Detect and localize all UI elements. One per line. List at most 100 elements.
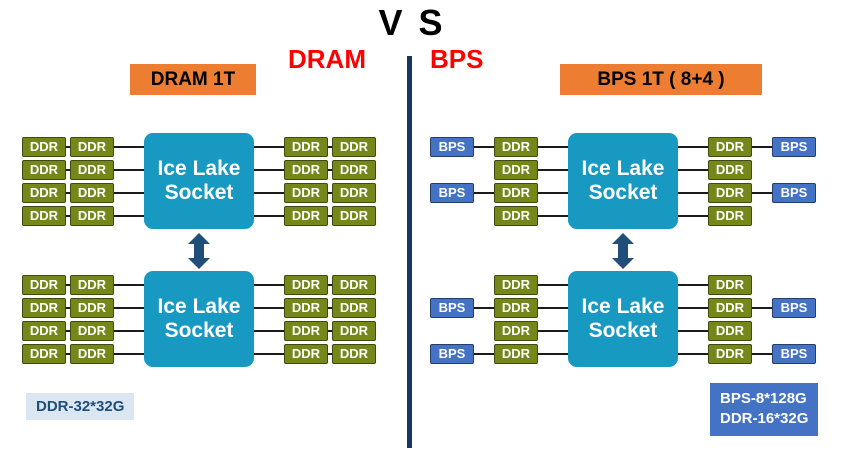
ddr-module: DDR (22, 274, 66, 295)
connector-wire (114, 306, 144, 309)
ddr-module: DDR (70, 182, 114, 203)
connector-wire (66, 283, 70, 286)
ddr-module: DDR (332, 297, 376, 318)
bps-module: BPS (772, 182, 816, 203)
ddr-module: DDR (494, 274, 538, 295)
connector-wire (328, 214, 332, 217)
ddr-module: DDR (22, 136, 66, 157)
connector-wire (114, 329, 144, 332)
connector-wire (538, 145, 568, 148)
bps-module: BPS (772, 297, 816, 318)
connector-wire (678, 329, 708, 332)
bps-module: BPS (772, 136, 816, 157)
ddr-module: DDR (494, 136, 538, 157)
connector-wire (678, 145, 708, 148)
connector-wire (254, 191, 284, 194)
ddr-module: DDR (708, 182, 752, 203)
ddr-module: DDR (284, 205, 328, 226)
ddr-module: DDR (70, 136, 114, 157)
connector-wire (328, 145, 332, 148)
ddr-module: DDR (22, 182, 66, 203)
ddr-module: DDR (284, 136, 328, 157)
ddr-module: DDR (708, 343, 752, 364)
connector-wire (538, 168, 568, 171)
ddr-module: DDR (708, 159, 752, 180)
dram-side-label: DRAM (288, 44, 366, 74)
bps-total-line2: DDR-16*32G (720, 410, 809, 428)
connector-wire (328, 283, 332, 286)
ddr-module: DDR (708, 274, 752, 295)
ddr-module: DDR (70, 205, 114, 226)
socket-label-line2: Socket (588, 319, 658, 342)
socket-label-line1: Ice Lake (157, 156, 241, 180)
connector-wire (254, 168, 284, 171)
ddr-module: DDR (494, 297, 538, 318)
bidirectional-arrow-icon (611, 233, 635, 269)
module-row: DDR BPS (678, 297, 816, 318)
ddr-module: DDR (284, 320, 328, 341)
connector-wire (254, 352, 284, 355)
bps-module: BPS (430, 182, 474, 203)
ddr-module: DDR (22, 159, 66, 180)
ddr-module: DDR (284, 343, 328, 364)
connector-wire (538, 283, 568, 286)
connector-wire (474, 145, 494, 148)
ddr-module: DDR (70, 274, 114, 295)
connector-wire (538, 191, 568, 194)
ddr-module: DDR (332, 159, 376, 180)
connector-wire (328, 168, 332, 171)
bps-module: BPS (430, 297, 474, 318)
bps-total-line1: BPS-8*128G (720, 390, 807, 407)
connector-wire (678, 283, 708, 286)
divider-line (407, 56, 412, 448)
connector-wire (66, 214, 70, 217)
socket-label-line2: Socket (164, 181, 234, 204)
ddr-module: DDR (70, 159, 114, 180)
connector-wire (752, 191, 772, 194)
ddr-module: DDR (494, 320, 538, 341)
connector-wire (254, 283, 284, 286)
connector-wire (678, 168, 708, 171)
ddr-module: DDR (332, 182, 376, 203)
bps-module: BPS (430, 343, 474, 364)
connector-wire (114, 214, 144, 217)
module-row: DDR (430, 205, 568, 226)
ice-lake-socket: Ice Lake Socket (144, 133, 254, 229)
socket-label-line1: Ice Lake (581, 294, 665, 318)
connector-wire (538, 214, 568, 217)
module-row: DDR (678, 320, 816, 341)
ddr-module: DDR (284, 159, 328, 180)
connector-wire (254, 214, 284, 217)
vs-title: V S (378, 2, 446, 43)
ddr-module: DDR (70, 343, 114, 364)
connector-wire (538, 329, 568, 332)
module-row: DDR (430, 274, 568, 295)
ddr-module: DDR (284, 274, 328, 295)
connector-wire (66, 306, 70, 309)
connector-wire (678, 214, 708, 217)
connector-wire (254, 145, 284, 148)
ddr-module: DDR (22, 320, 66, 341)
ddr-module: DDR (284, 297, 328, 318)
module-row: DDR (678, 159, 816, 180)
ddr-module: DDR (708, 297, 752, 318)
module-row: DDR (430, 320, 568, 341)
ddr-module: DDR (494, 343, 538, 364)
ice-lake-socket: Ice Lake Socket (144, 271, 254, 367)
ddr-module: DDR (22, 297, 66, 318)
ddr-module: DDR (708, 320, 752, 341)
